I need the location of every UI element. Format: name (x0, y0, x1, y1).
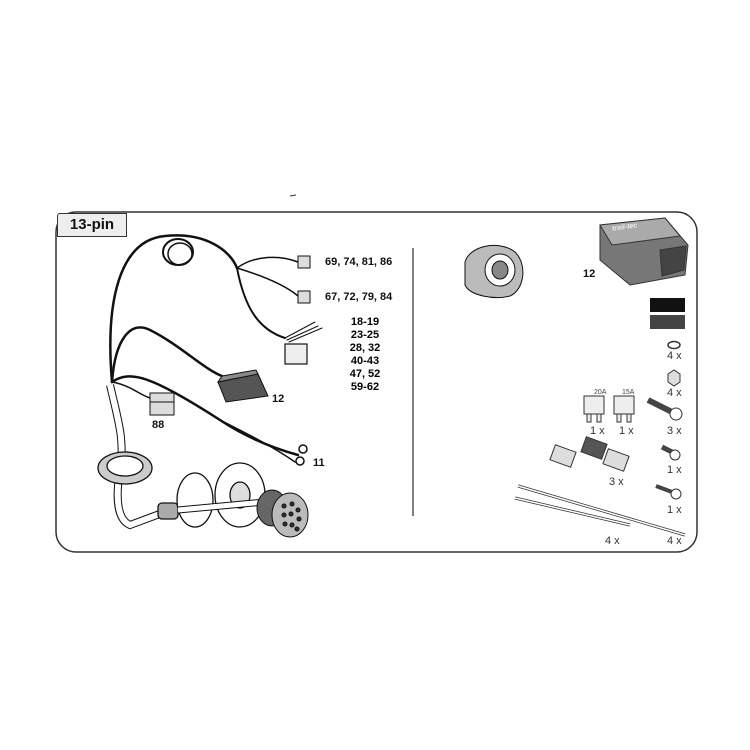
connector-a-label: 69, 74, 81, 86 (325, 256, 393, 268)
ground-terminals-label: 11 (313, 457, 325, 469)
washers-qty: 4 x (667, 350, 682, 362)
13-pin-socket-icon (256, 489, 309, 538)
connector-a-icon (297, 255, 311, 304)
cable-tie-long-qty: 4 x (667, 535, 682, 547)
diagram-title: 13-pin (57, 213, 127, 237)
nuts-qty: 4 x (667, 387, 682, 399)
fuse-20a-icon (583, 395, 605, 423)
short-screw-qty: 1 x (667, 464, 682, 476)
fuse-20a-qty: 1 x (590, 425, 605, 437)
bolts-qty: 3 x (667, 425, 682, 437)
connector-c-icon (284, 343, 308, 365)
connector-88-label: 88 (152, 419, 165, 431)
short-screw-icon (660, 444, 681, 461)
control-module-icon (599, 217, 689, 286)
connector-88-icon (149, 392, 175, 416)
diagram-frame (55, 211, 698, 553)
bolt-icon (646, 397, 683, 421)
velcro-pad-icon (650, 298, 685, 312)
connector-12-icon (216, 369, 269, 403)
splice-connectors-qty: 3 x (609, 476, 624, 488)
connector-c-list: 18-19 23-25 28, 32 40-43 47, 52 59-62 (340, 316, 390, 394)
seal-icon (157, 462, 266, 528)
connector-c-item: 40-43 (350, 355, 380, 367)
fuse-20a-rating: 20A (594, 389, 607, 396)
stray-mark (289, 194, 297, 197)
connector-c-item: 18-19 (350, 316, 380, 328)
wiring-harness (109, 234, 323, 463)
module-label: 12 (583, 268, 596, 280)
connector-b-label: 67, 72, 79, 84 (325, 291, 393, 303)
module-connector-label: 12 (272, 393, 285, 405)
nut-icon (667, 369, 681, 387)
socket-housing-icon (464, 244, 524, 299)
fuse-15a-qty: 1 x (619, 425, 634, 437)
connector-c-item: 28, 32 (349, 342, 381, 354)
grommet-icon (97, 451, 153, 485)
velcro-pad-icon (650, 315, 685, 329)
cable-tie-short-qty: 4 x (605, 535, 620, 547)
self-tapping-screw-icon (655, 484, 682, 500)
connector-c-item: 47, 52 (349, 368, 381, 380)
splice-connector-icon (549, 436, 630, 472)
connector-c-item: 59-62 (350, 381, 380, 393)
fuse-15a-icon (613, 395, 635, 423)
ring-terminal-icon (295, 444, 308, 466)
fuse-15a-rating: 15A (622, 389, 635, 396)
connector-c-item: 23-25 (350, 329, 380, 341)
washer-icon (667, 340, 681, 350)
self-tapping-screw-qty: 1 x (667, 504, 682, 516)
